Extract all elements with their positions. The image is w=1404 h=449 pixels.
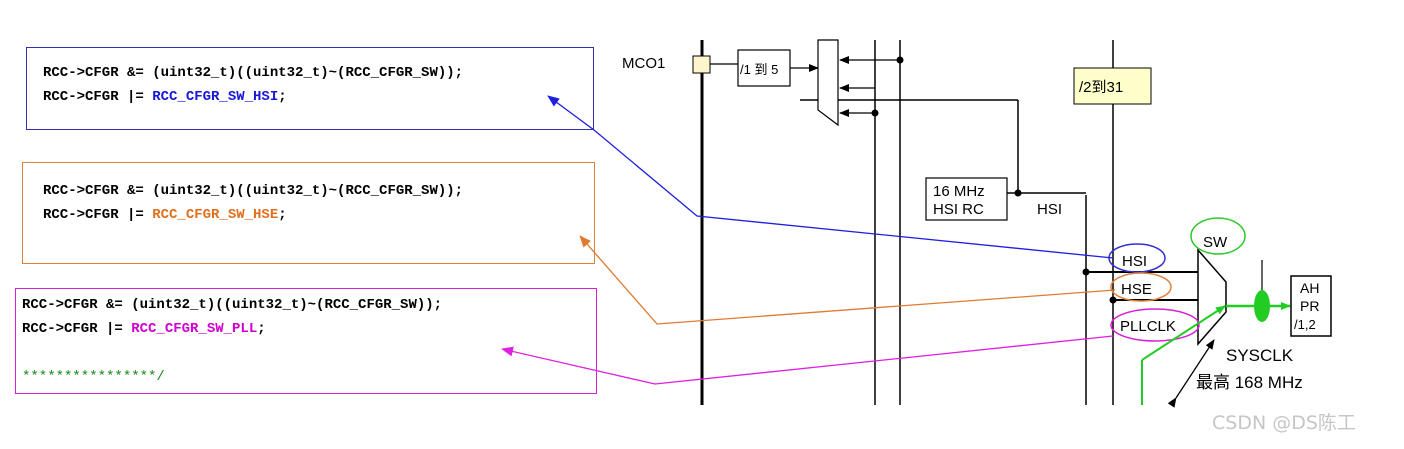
system-clock-switch-mux	[1197, 248, 1227, 346]
sw-label: SW	[1203, 234, 1228, 251]
mco1-prescaler-box	[737, 49, 791, 87]
hsi-rc-frequency: 16 MHz	[933, 183, 985, 200]
code-box-pll: RCC->CFGR &= (uint32_t)((uint32_t)~(RCC_…	[15, 288, 597, 394]
ahb-prescaler-box	[1290, 275, 1332, 337]
code-comment: ****************/	[22, 369, 165, 385]
rtc-prescaler-label: /2到31	[1079, 79, 1123, 96]
mux-input-pllclk-label: PLLCLK	[1120, 318, 1176, 335]
hsi-annotation-arrow	[547, 95, 1114, 259]
junction-dot	[1082, 268, 1090, 276]
code-line-set-sw: RCC->CFGR |= RCC_CFGR_SW_PLL;	[22, 317, 596, 341]
code-semicolon: ;	[278, 89, 287, 105]
ahb-prescaler-line1: AH	[1300, 280, 1319, 296]
sysclk-label: SYSCLK	[1226, 346, 1294, 365]
clip-mask	[1332, 270, 1352, 350]
ahb-prescaler-line3: /1,2	[1294, 317, 1316, 332]
mux-input-hsi-label: HSI	[1122, 253, 1147, 270]
mco1-mux	[817, 39, 839, 127]
hsi-wire-label: HSI	[1037, 201, 1062, 218]
sysclk-probe-dot	[1254, 290, 1270, 322]
constant-rcc-cfgr-sw-hse: RCC_CFGR_SW_HSE	[152, 207, 279, 223]
hse-annotation-arrow	[579, 235, 1116, 325]
mco1-label: MCO1	[622, 55, 665, 72]
code-box-hse: RCC->CFGR &= (uint32_t)((uint32_t)~(RCC_…	[22, 162, 595, 264]
junction-dot	[896, 56, 904, 64]
code-line-clear-sw: RCC->CFGR &= (uint32_t)((uint32_t)~(RCC_…	[43, 183, 464, 199]
code-line-set-sw: RCC->CFGR |= RCC_CFGR_SW_HSI;	[43, 85, 593, 109]
sysclk-max-frequency: 最高 168 MHz	[1196, 373, 1303, 392]
code-line-set-sw: RCC->CFGR |= RCC_CFGR_SW_HSE;	[43, 203, 594, 227]
code-line-clear-sw: RCC->CFGR &= (uint32_t)((uint32_t)~(RCC_…	[43, 65, 464, 81]
csdn-watermark: CSDN @DS陈工	[1212, 412, 1356, 434]
bus-lines	[700, 40, 1114, 405]
code-prefix: RCC->CFGR |=	[22, 321, 132, 337]
junction-dot	[871, 109, 879, 117]
sw-highlight-circle	[1190, 217, 1246, 255]
hsi-rc-box	[925, 177, 1008, 221]
ahb-prescaler-line2: PR	[1300, 298, 1319, 314]
code-prefix: RCC->CFGR |=	[43, 89, 153, 105]
hse-highlight-circle	[1110, 272, 1172, 302]
mco1-prescaler-label: /1 到 5	[740, 62, 778, 77]
code-semicolon: ;	[257, 321, 266, 337]
constant-rcc-cfgr-sw-pll: RCC_CFGR_SW_PLL	[131, 321, 258, 337]
code-prefix: RCC->CFGR |=	[43, 207, 153, 223]
code-semicolon: ;	[278, 207, 287, 223]
constant-rcc-cfgr-sw-hsi: RCC_CFGR_SW_HSI	[152, 89, 279, 105]
junction-dot	[1014, 189, 1022, 197]
pll-green-arrow	[1141, 305, 1226, 361]
code-line-clear-sw: RCC->CFGR &= (uint32_t)((uint32_t)~(RCC_…	[22, 297, 443, 313]
mux-input-hse-label: HSE	[1121, 281, 1152, 298]
pllclk-highlight-circle	[1110, 308, 1200, 342]
code-box-hsi: RCC->CFGR &= (uint32_t)((uint32_t)~(RCC_…	[26, 47, 594, 130]
rtc-prescaler-box	[1073, 67, 1152, 105]
hsi-rc-name: HSI RC	[933, 201, 984, 218]
junction-dot	[1109, 296, 1117, 304]
sw-control-arrow	[1167, 339, 1215, 408]
pll-annotation-arrow	[501, 335, 1114, 385]
mco1-pin	[692, 55, 711, 74]
mux-input-wires	[839, 56, 900, 117]
